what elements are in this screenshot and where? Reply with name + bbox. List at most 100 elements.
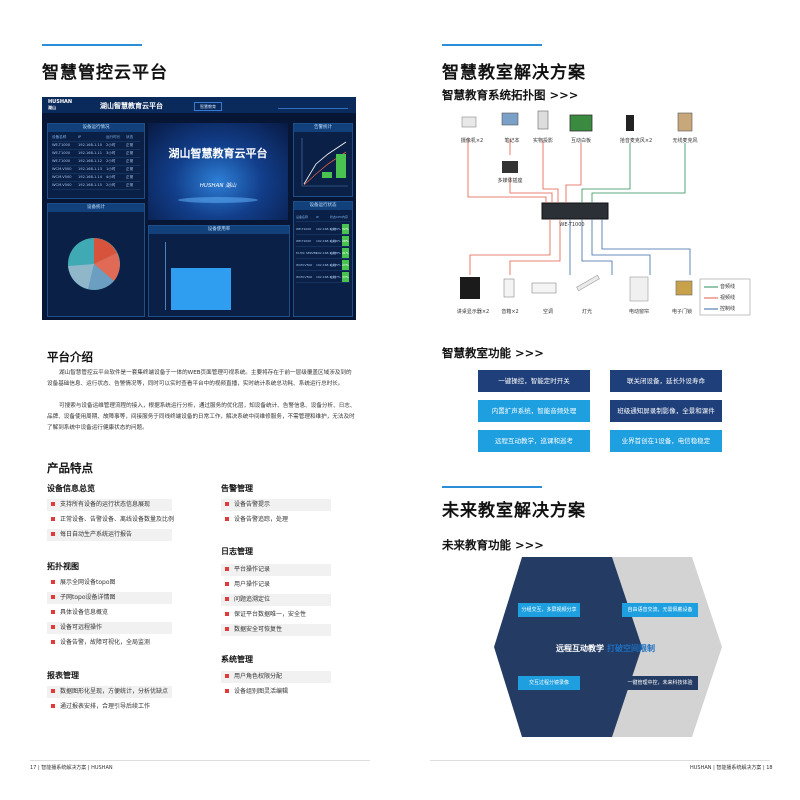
- device-label-aircon: 空调: [542, 309, 553, 315]
- list-item: 子网topo设备详情图: [47, 592, 172, 604]
- dashboard-header-icons: [278, 102, 348, 109]
- legend-audio: 音频线: [720, 284, 736, 290]
- device-label-socket: 多媒体插座: [497, 178, 523, 184]
- intro-title: 平台介绍: [47, 350, 93, 364]
- device-label-lock: 电子门锁: [671, 309, 692, 315]
- features-title: 产品特点: [47, 461, 93, 475]
- list-item: 问题追溯定位: [221, 594, 331, 606]
- list-item: 数据安全可恢复性: [221, 624, 331, 636]
- panel-usage-rate: 设备使用率: [148, 225, 290, 317]
- intro-paragraph-2: 可搜索与设备运维管理流程的接入，根据系统运行分析，通过服务的优化层，知设备统计、…: [47, 403, 356, 431]
- func-one-key-control: 一键操控，智能定时开关: [478, 370, 590, 392]
- list-item: 设备告警追踪，处理: [221, 514, 288, 526]
- device-label-curtain: 电动窗帘: [628, 309, 649, 315]
- group-device-overview: 设备信息总览: [47, 484, 95, 493]
- list-item: 通过报表安排，合理引导后续工作: [47, 701, 150, 713]
- device-label-speaker: 音箱×2: [501, 309, 519, 315]
- list-item: 设备告警，故障可视化，全局监测: [47, 637, 150, 649]
- device-label-light: 灯光: [581, 309, 592, 315]
- list-item: 平台操作记录: [221, 564, 331, 576]
- list-item: 用户操作记录: [221, 579, 270, 591]
- list-item: 设备组别图灵活编辑: [221, 686, 288, 698]
- panel-device-stats: 设备统计: [47, 203, 145, 317]
- monitor-icon: [460, 277, 480, 299]
- group-system: 系统管理: [221, 655, 253, 664]
- dashboard-header: [42, 97, 356, 113]
- device-label-wireless-mic: 无线麦克风: [672, 138, 698, 144]
- func-title: 智慧教室功能 >>>: [442, 346, 544, 360]
- topology-diagram: [460, 110, 751, 316]
- hero-title: 湖山智慧教育云平台: [168, 147, 268, 160]
- left-footer-line: [30, 760, 370, 761]
- list-item: 设备可远程操作: [47, 622, 172, 634]
- list-item: 保证平台数据唯一，安全性: [221, 609, 306, 621]
- door-lock-icon: [675, 280, 693, 296]
- list-item: 具体设备信息概览: [47, 607, 108, 619]
- hex-group-interaction: 分组交互，多屏视频分享: [518, 603, 580, 617]
- right-page-title: 智慧教室解决方案: [442, 63, 586, 83]
- device-label-visualizer: 实物投影: [532, 138, 553, 144]
- group-topology: 拓扑视图: [47, 562, 79, 571]
- list-item: 用户角色权限分配: [221, 671, 331, 683]
- hex-center-text: 远程互动教学打破空间限制: [556, 644, 655, 653]
- alarm-line-chart: [301, 138, 348, 187]
- dashboard-nav-button[interactable]: 智慧教育: [194, 102, 222, 111]
- usage-bar: [171, 268, 231, 310]
- dashboard-title: 湖山智慧教育云平台: [100, 102, 163, 110]
- list-item: 支持所有设备的运行状态信息展现: [47, 499, 172, 511]
- device-label-mic: 拾音麦克风×2: [619, 138, 653, 144]
- light-icon: [576, 274, 600, 292]
- group-alarm: 告警管理: [221, 484, 253, 493]
- dashboard-brand: HUSHAN 湖山: [48, 99, 73, 110]
- device-label-camera: 摄像机×2: [460, 138, 484, 144]
- hex-recording: 交互过程分镜录像: [518, 676, 580, 690]
- list-item: 数据图形化呈现，方便统计，分析优缺点: [47, 686, 172, 698]
- intro-paragraph-1: 湖山智慧管控云平台软件是一套集终端设备于一体的WEB页面管理可视系统。主要将存在…: [47, 370, 352, 387]
- microphone-icon: [626, 115, 634, 131]
- future-title: 未来教室解决方案: [442, 501, 586, 521]
- pie-chart: [68, 238, 120, 290]
- list-item: 正常设备、告警设备、离线设备数量及比例: [47, 514, 174, 526]
- laptop-icon: [501, 112, 519, 126]
- air-conditioner-icon: [531, 282, 557, 294]
- func-close-devices: 联关闭设备，延长外设寿命: [610, 370, 722, 392]
- visualizer-icon: [537, 110, 549, 130]
- dashboard-hero: 湖山智慧教育云平台 HUSHAN 湖山: [148, 123, 288, 220]
- left-title-accent: [42, 44, 142, 46]
- curtain-icon: [629, 276, 649, 302]
- left-footer: 17 | 智能播系统解决方案 | HUSHAN: [30, 765, 113, 771]
- group-reports: 报表管理: [47, 671, 79, 680]
- right-footer: HUSHAN | 智能播系统解决方案 | 18: [690, 765, 773, 771]
- legend-video: 视频线: [720, 295, 736, 301]
- device-label-whiteboard: 互动白板: [570, 138, 591, 144]
- device-label-laptop: 笔记本: [504, 138, 520, 144]
- func-stable: 业界首创在1设备，电信稳稳定: [610, 430, 722, 452]
- right-title-accent: [442, 44, 542, 46]
- list-item: 每日自动生产系统运行报告: [47, 529, 172, 541]
- panel-alarm-stats: 告警统计: [293, 123, 353, 197]
- hero-glow: [178, 197, 258, 203]
- right-footer-line: [430, 760, 770, 761]
- camera-icon: [461, 116, 477, 128]
- speaker-icon: [503, 278, 515, 298]
- hex-voice-exchange: 自由语音交流，无需佩戴设备: [622, 603, 698, 617]
- list-item: 设备告警提示: [221, 499, 331, 511]
- func-remote-teaching: 远程互动教学，巡课和巡考: [478, 430, 590, 452]
- func-audio-system: 内置扩声系统，智能音频处理: [478, 400, 590, 422]
- future-func-title: 未来教育功能 >>>: [442, 538, 544, 552]
- device-label-host: WE-T1000: [559, 222, 585, 228]
- socket-icon: [502, 161, 518, 173]
- hexagon-diagram: [494, 557, 722, 737]
- usage-axis: [165, 242, 166, 310]
- hexagon-dark: [494, 557, 662, 737]
- host-device-icon: [541, 202, 609, 220]
- hero-brand: HUSHAN 湖山: [199, 183, 237, 189]
- legend-control: 控制线: [720, 306, 736, 312]
- wireless-mic-icon: [677, 112, 693, 132]
- device-label-monitor: 讲桌显示器×2: [456, 309, 490, 315]
- group-log: 日志管理: [221, 547, 253, 556]
- topology-title: 智慧教育系统拓扑图 >>>: [442, 88, 579, 102]
- hexagon-gray: [612, 557, 722, 737]
